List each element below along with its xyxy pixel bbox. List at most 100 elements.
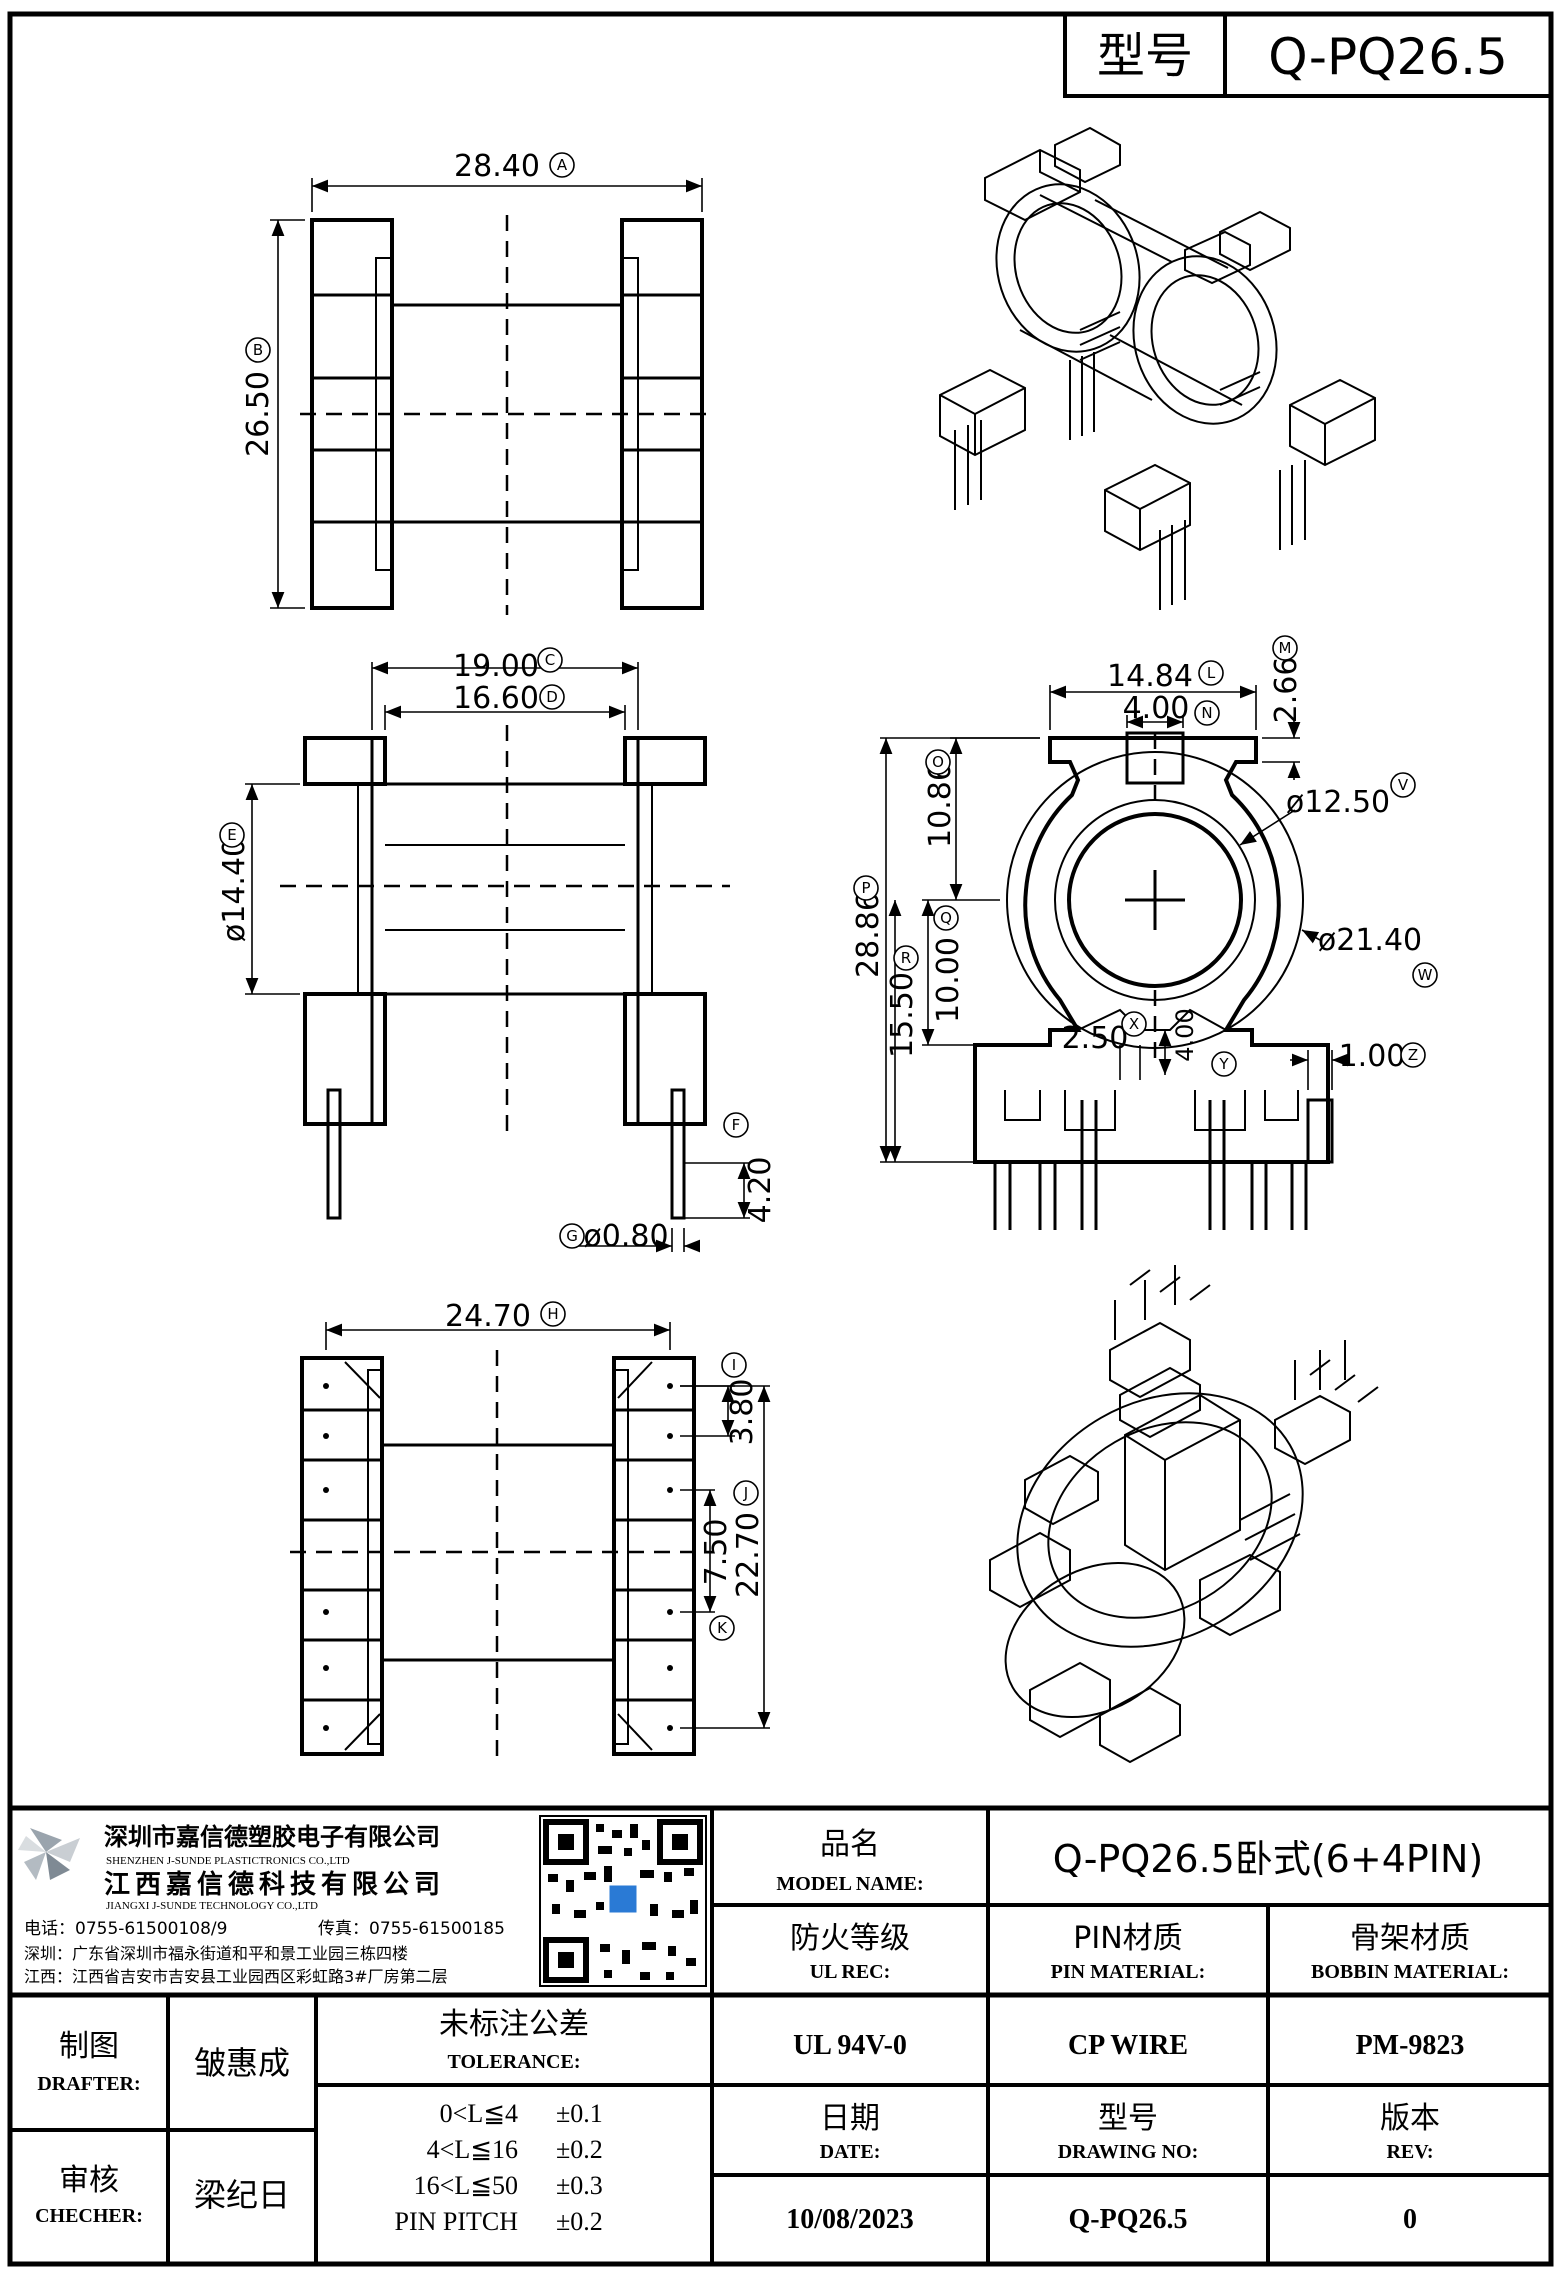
drawing-no-value: Q-PQ26.5 — [1069, 2204, 1188, 2235]
dim-top-width: 28.40 — [454, 149, 540, 184]
ref-q: Q — [940, 909, 952, 927]
top-view: 28.40 A 26.50 B — [241, 149, 714, 615]
ref-n: N — [1201, 704, 1212, 722]
dim-front-bore: ø12.50 — [1286, 785, 1390, 820]
checker-en: CHECHER: — [35, 2205, 143, 2227]
dim-bottom-pitch2: 7.50 — [699, 1519, 734, 1586]
dim-side-outer: 19.00 — [453, 649, 539, 684]
ref-p: P — [861, 879, 870, 897]
tolerance-range-3: PIN PITCH — [394, 2207, 518, 2236]
dim-pin-length: 4.20 — [743, 1157, 778, 1224]
pin-material-en: PIN MATERIAL: — [1051, 1961, 1206, 1983]
header-box: 型号 Q-PQ26.5 — [1063, 12, 1553, 98]
ref-g: G — [566, 1227, 578, 1245]
ref-x: X — [1129, 1015, 1139, 1033]
company-address-jx: 江西：江西省吉安市吉安县工业园西区彩虹路3#厂房第二层 — [24, 1967, 448, 1986]
model-name-en: MODEL NAME: — [776, 1873, 923, 1895]
dim-front-rib: 1.00 — [1339, 1039, 1406, 1074]
dim-front-total: 28.86 — [851, 892, 886, 978]
dim-front-mid: 10.00 — [931, 937, 966, 1023]
checker-name: 梁纪日 — [194, 2176, 290, 2214]
ref-v: V — [1398, 776, 1409, 794]
dim-front-notch-h: 4.00 — [1171, 1008, 1199, 1061]
company-logo — [18, 1828, 80, 1880]
ref-r: R — [901, 949, 911, 967]
drafter-en: DRAFTER: — [37, 2073, 140, 2095]
ref-o: O — [932, 753, 944, 771]
dim-pin-diameter: ø0.80 — [583, 1219, 668, 1254]
dim-side-inner: 16.60 — [453, 681, 539, 716]
ref-f: F — [732, 1116, 741, 1134]
dim-front-outer-dia: ø21.40 — [1318, 923, 1422, 958]
ref-i: I — [732, 1356, 736, 1374]
side-view: 19.00 C 16.60 D ø14.40 E 4.20 F G ø0.80 — [217, 647, 778, 1254]
front-view: 14.84 L 4.00 N 2.66 M 10.86 O 28.86 P 10… — [851, 635, 1438, 1230]
tolerance-value-0: ±0.1 — [556, 2099, 603, 2128]
company-fax: 传真：0755-61500185 — [318, 1919, 505, 1939]
date-en: DATE: — [820, 2141, 881, 2163]
tolerance-cn: 未标注公差 — [439, 2007, 589, 2042]
tolerance-value-3: ±0.2 — [556, 2207, 603, 2236]
dim-front-slot: 4.00 — [1123, 691, 1190, 726]
ref-m: M — [1279, 639, 1292, 657]
ref-h: H — [547, 1305, 558, 1323]
dim-front-lower: 15.50 — [885, 972, 920, 1058]
tolerance-value-2: ±0.3 — [556, 2171, 603, 2200]
bobbin-material-value: PM-9823 — [1356, 2030, 1465, 2061]
company2-name-en: JIANGXI J-SUNDE TECHNOLOGY CO.,LTD — [106, 1900, 318, 1912]
ref-l: L — [1207, 664, 1216, 682]
drafter-cn: 制图 — [59, 2029, 119, 2064]
model-name-cn: 品名 — [820, 1827, 880, 1862]
checker-cn: 审核 — [59, 2163, 119, 2198]
ref-z: Z — [1408, 1046, 1418, 1064]
ref-a: A — [557, 156, 568, 174]
header-model: Q-PQ26.5 — [1268, 28, 1508, 86]
drawing-no-cn: 型号 — [1098, 2101, 1158, 2136]
pin-material-cn: PIN材质 — [1073, 1921, 1182, 1956]
rev-cn: 版本 — [1380, 2101, 1440, 2136]
tolerance-value-1: ±0.2 — [556, 2135, 603, 2164]
date-cn: 日期 — [820, 2101, 880, 2136]
drafter-name: 皱惠成 — [194, 2044, 290, 2082]
tolerance-range-2: 16<L≦50 — [414, 2171, 518, 2200]
isometric-view-bottom — [989, 1265, 1379, 1764]
ref-d: D — [546, 688, 558, 706]
qr-code — [539, 1815, 707, 1987]
ref-e: E — [227, 826, 236, 844]
bobbin-material-cn: 骨架材质 — [1350, 1921, 1470, 1956]
company-name-en: SHENZHEN J-SUNDE PLASTICTRONICS CO.,LTD — [106, 1855, 350, 1867]
dim-side-diameter: ø14.40 — [217, 838, 252, 942]
ref-w: W — [1418, 966, 1433, 984]
bottom-view: 24.70 H 3.80 I 7.50 K 22.70 J — [290, 1299, 771, 1760]
ref-c: C — [545, 651, 555, 669]
rev-en: REV: — [1386, 2141, 1433, 2163]
dim-top-height: 26.50 — [241, 371, 276, 457]
tolerance-range-0: 0<L≦4 — [440, 2099, 518, 2128]
dim-bottom-span: 22.70 — [731, 1512, 766, 1598]
ul-rec-en: UL REC: — [810, 1961, 891, 1983]
ref-j: J — [743, 1484, 748, 1502]
tolerance-en: TOLERANCE: — [448, 2051, 581, 2073]
dim-front-width: 14.84 — [1107, 659, 1193, 694]
dim-bottom-pitch1: 3.80 — [725, 1379, 760, 1446]
header-type-label: 型号 — [1097, 28, 1193, 84]
company-address-sz: 深圳：广东省深圳市福永街道和平和景工业园三栋四楼 — [24, 1944, 408, 1963]
company-name-cn: 深圳市嘉信德塑胶电子有限公司 — [104, 1823, 440, 1851]
ul-rec-value: UL 94V-0 — [793, 2030, 907, 2061]
title-block: 深圳市嘉信德塑胶电子有限公司 SHENZHEN J-SUNDE PLASTICT… — [10, 1805, 1551, 2264]
dim-front-notch: 2.50 — [1062, 1021, 1129, 1056]
drawing-no-en: DRAWING NO: — [1058, 2141, 1199, 2163]
ref-y: Y — [1218, 1055, 1229, 1073]
dim-front-top-h: 2.66 — [1269, 657, 1304, 724]
dim-bottom-width: 24.70 — [445, 1299, 531, 1334]
company2-name-cn: 江西嘉信德科技有限公司 — [104, 1870, 445, 1900]
company-phone: 电话：0755-61500108/9 — [24, 1919, 227, 1939]
date-value: 10/08/2023 — [786, 2204, 914, 2235]
isometric-view-top — [939, 126, 1376, 610]
dim-front-upper: 10.86 — [923, 762, 958, 848]
ref-k: K — [717, 1619, 728, 1637]
ul-rec-cn: 防火等级 — [790, 1921, 910, 1956]
rev-value: 0 — [1403, 2204, 1417, 2235]
model-name-value: Q-PQ26.5卧式(6+4PIN) — [1053, 1837, 1484, 1881]
pin-material-value: CP WIRE — [1068, 2030, 1188, 2061]
